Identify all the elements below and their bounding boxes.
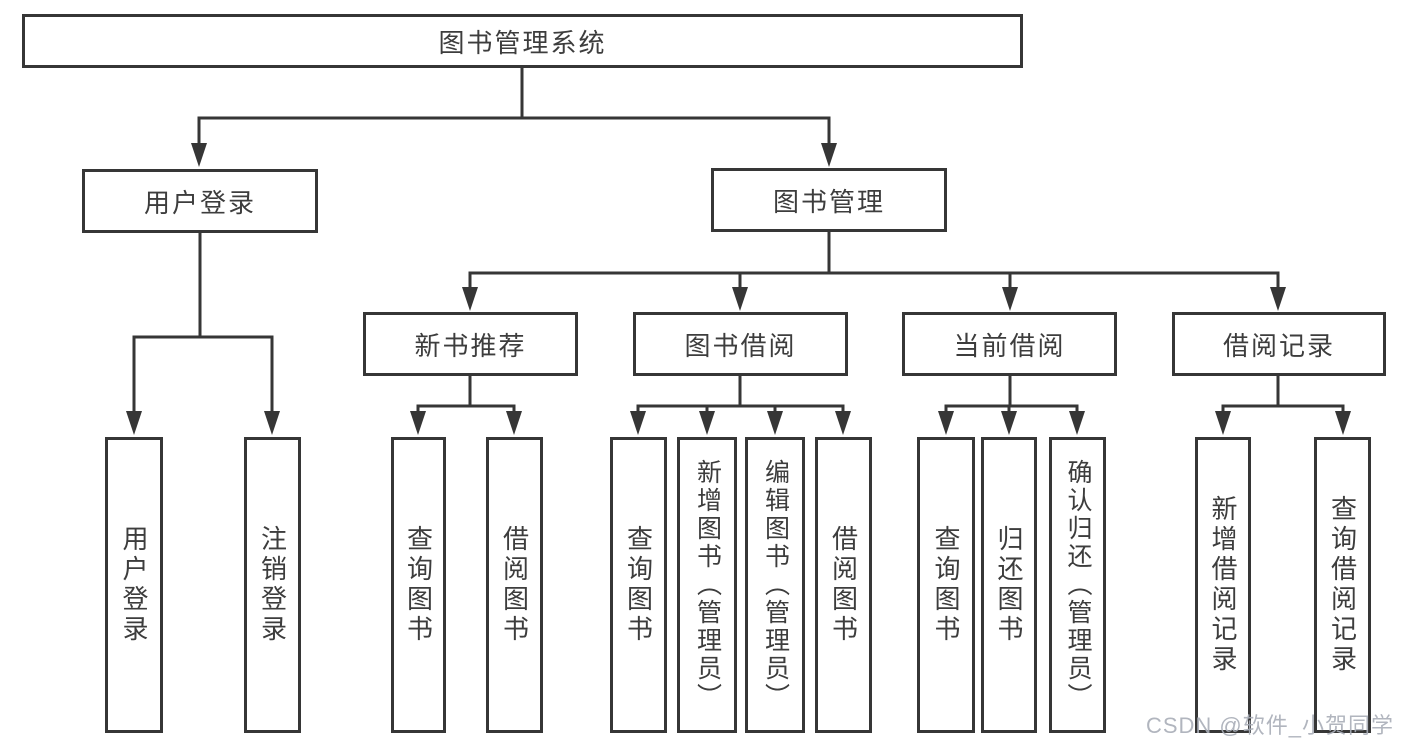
leaf-return-book: 归还图书 [981, 437, 1037, 733]
leaf-query-book-borrow: 查询图书 [610, 437, 667, 733]
arrow-icon [506, 411, 522, 435]
arrow-icon [410, 411, 426, 435]
leaf-add-book-admin: 新增图书（管理员） [677, 437, 737, 733]
node-book-borrow: 图书借阅 [633, 312, 848, 376]
arrow-icon [264, 411, 280, 435]
node-book-management: 图书管理 [711, 168, 947, 232]
leaf-logout: 注销登录 [244, 437, 301, 733]
csdn-watermark: CSDN @软件_小贺同学 [1145, 713, 1394, 738]
leaf-user-login: 用户登录 [105, 437, 163, 733]
leaf-borrow-book-recommend: 借阅图书 [486, 437, 543, 733]
node-current-borrow: 当前借阅 [902, 312, 1117, 376]
arrow-icon [630, 411, 646, 435]
arrow-icon [1215, 411, 1231, 435]
arrow-icon [835, 411, 851, 435]
arrow-icon [1001, 411, 1017, 435]
leaf-query-borrow-record: 查询借阅记录 [1314, 437, 1371, 733]
node-root: 图书管理系统 [22, 14, 1023, 68]
arrow-icon [191, 143, 207, 167]
arrow-icon [1335, 411, 1351, 435]
arrow-icon [462, 287, 478, 311]
arrow-icon [938, 411, 954, 435]
arrow-icon [821, 143, 837, 167]
arrow-icon [767, 411, 783, 435]
arrow-icon [1002, 287, 1018, 311]
leaf-query-book-recommend: 查询图书 [391, 437, 446, 733]
leaf-edit-book-admin: 编辑图书（管理员） [745, 437, 805, 733]
leaf-query-book-current: 查询图书 [917, 437, 975, 733]
arrow-icon [1069, 411, 1085, 435]
leaf-add-borrow-record: 新增借阅记录 [1195, 437, 1251, 733]
node-borrow-records: 借阅记录 [1172, 312, 1386, 376]
arrow-icon [699, 411, 715, 435]
node-user-login: 用户登录 [82, 169, 318, 233]
arrow-icon [732, 287, 748, 311]
leaf-borrow-book: 借阅图书 [815, 437, 872, 733]
node-new-book-recommend: 新书推荐 [363, 312, 578, 376]
leaf-confirm-return-admin: 确认归还（管理员） [1049, 437, 1106, 733]
arrow-icon [126, 411, 142, 435]
arrow-icon [1270, 287, 1286, 311]
